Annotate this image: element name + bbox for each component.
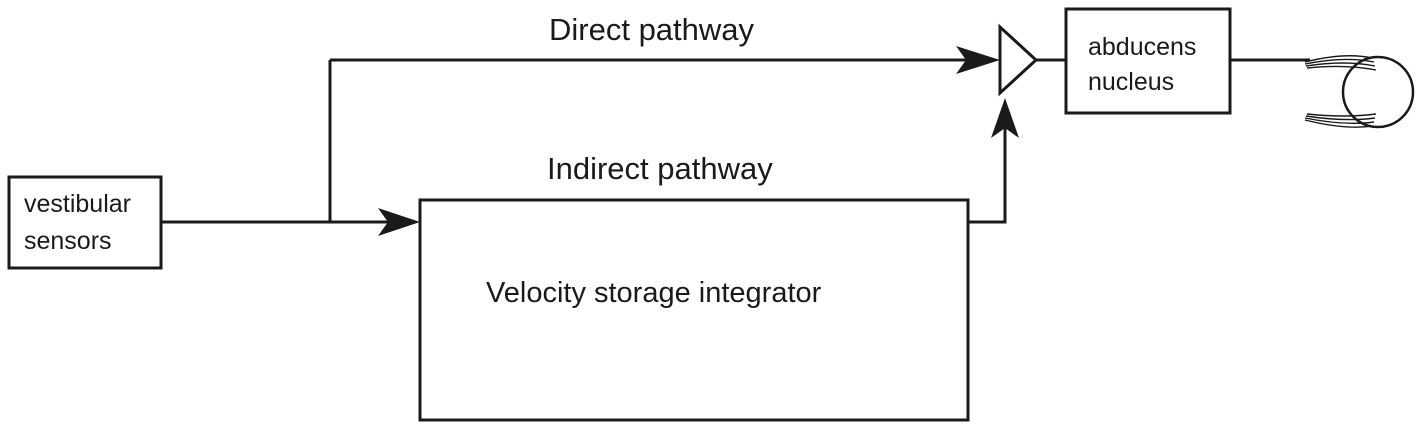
abducens-label-line2: nucleus <box>1088 68 1175 96</box>
indirect-pathway-output <box>968 118 1007 224</box>
direct-pathway-label: Direct pathway <box>549 12 755 47</box>
integrator-input-arrowhead <box>378 208 420 236</box>
eye-icon <box>1304 55 1415 129</box>
vestibular-sensors-label-line2: sensors <box>24 227 112 255</box>
abducens-label-line1: abducens <box>1088 33 1197 61</box>
direct-pathway-arrowhead <box>956 46 1000 74</box>
indirect-pathway-arrowhead <box>991 98 1019 138</box>
summing-junction-icon <box>998 23 1039 97</box>
indirect-pathway-label: Indirect pathway <box>547 151 773 186</box>
vestibular-sensors-label-line1: vestibular <box>24 190 131 218</box>
velocity-storage-box <box>418 198 970 422</box>
velocity-storage-label: Velocity storage integrator <box>486 277 822 309</box>
